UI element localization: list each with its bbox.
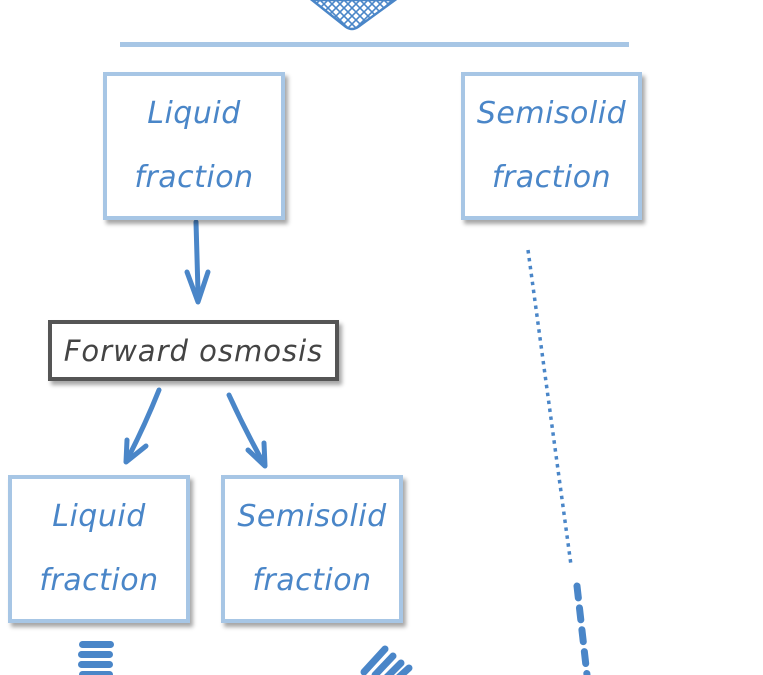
box-label-line2: fraction xyxy=(252,563,372,598)
box-label-line1: Semisolid xyxy=(476,96,627,131)
liquid-fraction-box-bottom[interactable]: Liquid fraction xyxy=(8,475,190,623)
separator-line xyxy=(120,42,629,47)
box-label-line1: Semisolid xyxy=(237,499,387,534)
process-label: Forward osmosis xyxy=(63,333,324,368)
box-label-line1: Liquid xyxy=(147,96,241,131)
box-label-line2: fraction xyxy=(39,563,159,598)
box-label-line2: fraction xyxy=(134,160,254,195)
box-label-line1: Liquid xyxy=(52,499,146,534)
funnel-shape xyxy=(309,0,398,31)
arrow-down-left xyxy=(123,387,162,465)
arrow-down xyxy=(184,219,211,305)
forward-osmosis-box[interactable]: Forward osmosis xyxy=(48,320,339,381)
dashed-connector xyxy=(573,582,591,675)
semisolid-fraction-box-bottom[interactable]: Semisolid fraction xyxy=(221,475,403,623)
diagonal-hatch-shape xyxy=(360,645,413,675)
arrow-down-right xyxy=(226,392,268,469)
dotted-connector xyxy=(526,249,573,566)
stacked-bars-shape xyxy=(78,641,114,675)
semisolid-fraction-box-top[interactable]: Semisolid fraction xyxy=(461,72,642,220)
liquid-fraction-box-top[interactable]: Liquid fraction xyxy=(103,72,285,220)
box-label-line2: fraction xyxy=(491,160,612,195)
